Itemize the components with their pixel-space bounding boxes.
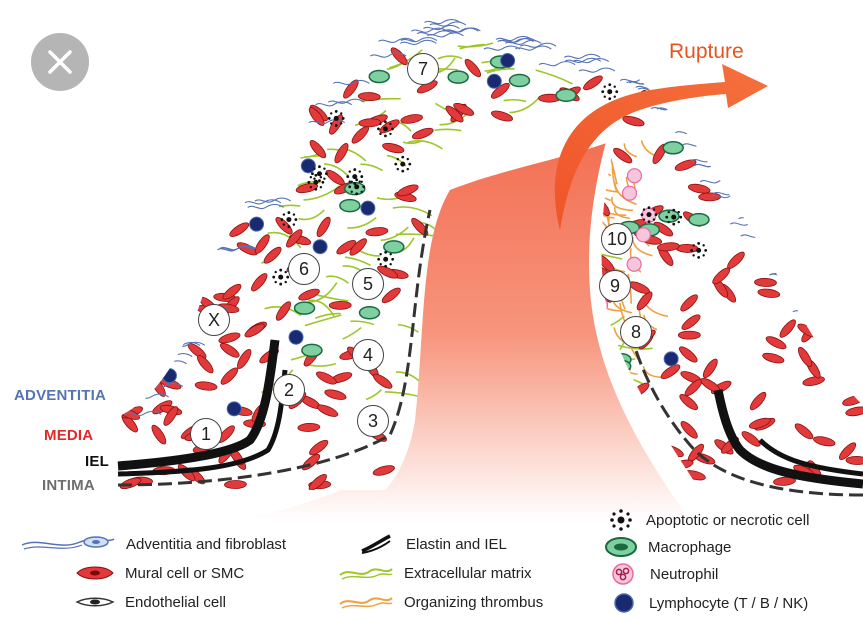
legend-adventitia: Adventitia and fibroblast — [20, 533, 286, 555]
macrophage-cell — [611, 360, 631, 372]
thrombus-fiber — [605, 347, 619, 369]
marker-x: X — [198, 304, 230, 336]
macrophage-cell — [340, 200, 360, 212]
layer-label-intima: INTIMA — [42, 477, 95, 494]
smc-cell — [699, 193, 721, 201]
legend-elastin-label: Elastin and IEL — [406, 536, 507, 553]
adventitia-fiber — [838, 362, 863, 366]
lymphocyte-cell — [487, 74, 501, 88]
lymphocyte-cell — [501, 54, 515, 68]
endothelial-cell-icon — [75, 592, 115, 612]
marker-5: 5 — [352, 268, 384, 300]
macrophage-cell — [663, 142, 683, 154]
close-button[interactable] — [31, 33, 89, 91]
macrophage-cell — [448, 71, 468, 83]
lymphocyte-cell — [227, 402, 241, 416]
lymphocyte-cell — [361, 201, 375, 215]
marker-6: 6 — [288, 253, 320, 285]
marker-7: 7 — [407, 53, 439, 85]
adventitia-fiber — [852, 386, 863, 390]
extracellular-matrix-icon — [338, 563, 394, 583]
marker-4: 4 — [352, 339, 384, 371]
elastin-iel-icon — [358, 533, 394, 555]
thrombus-fiber — [605, 352, 620, 364]
legend-mural-label: Mural cell or SMC — [125, 565, 244, 582]
lymphocyte-icon — [613, 592, 635, 614]
neutrophil-cell — [627, 257, 641, 271]
legend-neutrophil: Neutrophil — [610, 563, 718, 585]
legend-lymphocyte-label: Lymphocyte (T / B / NK) — [649, 595, 808, 612]
close-icon — [31, 33, 89, 91]
macrophage-cell — [295, 302, 315, 314]
smc-icon — [75, 563, 115, 583]
smc-cell — [643, 443, 666, 453]
legend-macrophage: Macrophage — [604, 536, 731, 558]
legend-lymphocyte: Lymphocyte (T / B / NK) — [613, 592, 808, 614]
legend-macrophage-label: Macrophage — [648, 539, 731, 556]
macrophage-cell — [556, 89, 576, 101]
adventitia-fiber — [821, 345, 857, 349]
legend-ecm-label: Extracellular matrix — [404, 565, 532, 582]
legend-ecm: Extracellular matrix — [338, 563, 532, 583]
thrombus-fiber — [604, 324, 612, 353]
lymphocyte-cell — [313, 240, 327, 254]
legend-endothelial-label: Endothelial cell — [125, 594, 226, 611]
macrophage-cell — [384, 241, 404, 253]
macrophage-cell — [369, 71, 389, 83]
legend-apoptotic: Apoptotic or necrotic cell — [606, 508, 809, 532]
marker-10: 10 — [601, 223, 633, 255]
legend-thrombus-label: Organizing thrombus — [404, 594, 543, 611]
adventitia-fibroblast-icon — [20, 533, 116, 555]
legend-thrombus: Organizing thrombus — [338, 592, 543, 612]
layer-label-iel: IEL — [85, 453, 109, 470]
marker-8: 8 — [620, 316, 652, 348]
neutrophil-cell — [623, 186, 637, 200]
lymphocyte-cell — [289, 330, 303, 344]
smc-cell — [224, 480, 246, 488]
lymphocyte-cell — [250, 217, 264, 231]
macrophage-icon — [604, 536, 638, 558]
legend-adventitia-label: Adventitia and fibroblast — [126, 536, 286, 553]
smc-cell — [678, 331, 700, 339]
organizing-thrombus-icon — [338, 592, 394, 612]
macrophage-cell — [689, 214, 709, 226]
macrophage-cell — [509, 75, 529, 87]
rupture-label: Rupture — [669, 40, 744, 64]
legend-apoptotic-label: Apoptotic or necrotic cell — [646, 512, 809, 529]
adventitia-fiber — [830, 358, 863, 362]
macrophage-cell — [302, 344, 322, 356]
layer-label-adventitia: ADVENTITIA — [14, 387, 106, 404]
macrophage-cell — [360, 307, 380, 319]
legend-endothelial: Endothelial cell — [75, 592, 226, 612]
marker-2: 2 — [273, 374, 305, 406]
lymphocyte-cell — [664, 352, 678, 366]
neutrophil-icon — [610, 563, 636, 585]
marker-1: 1 — [190, 418, 222, 450]
smc-cell — [156, 346, 179, 357]
neutrophil-cell — [636, 228, 650, 242]
lymphocyte-cell — [162, 369, 176, 383]
marker-9: 9 — [599, 270, 631, 302]
adventitia-fiber — [846, 381, 863, 385]
layer-label-media: MEDIA — [44, 427, 93, 444]
legend-elastin: Elastin and IEL — [358, 533, 507, 555]
marker-3: 3 — [357, 405, 389, 437]
smc-cell — [329, 301, 351, 309]
lymphocyte-cell — [301, 159, 315, 173]
legend-neutrophil-label: Neutrophil — [650, 566, 718, 583]
adventitia-fiber — [851, 373, 863, 377]
legend-mural: Mural cell or SMC — [75, 563, 244, 583]
neutrophil-cell — [627, 169, 641, 183]
adventitia-fiber — [822, 336, 858, 340]
apoptotic-cell-icon — [606, 508, 636, 532]
neutrophil-cell — [594, 298, 608, 312]
